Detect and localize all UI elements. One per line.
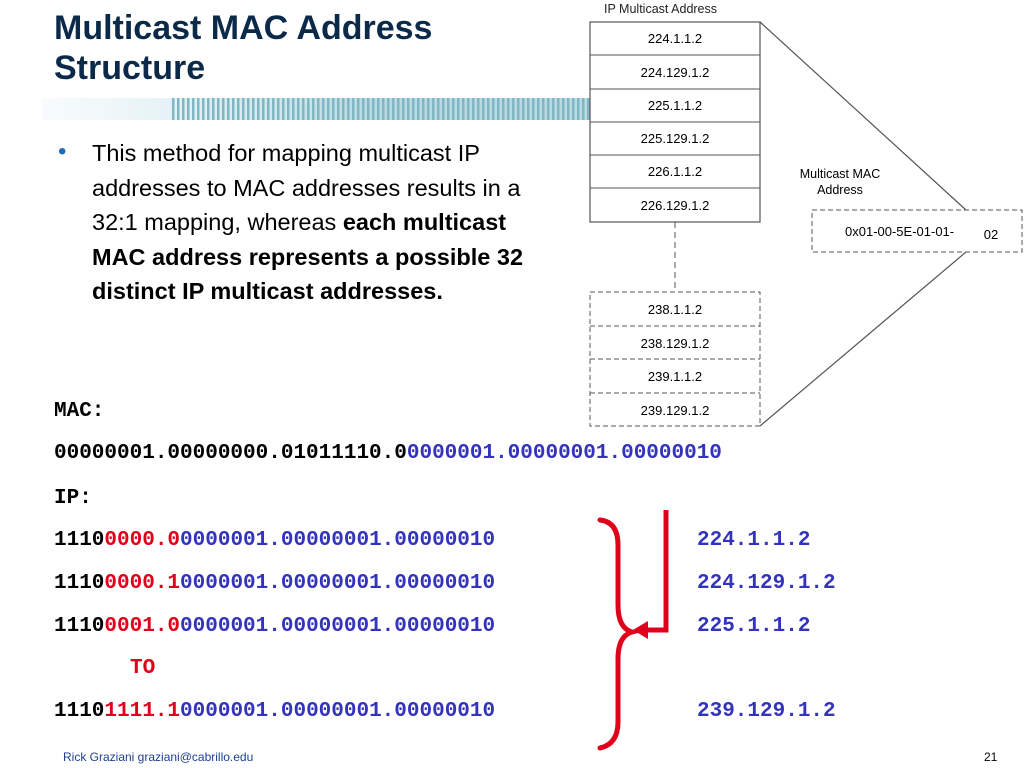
mac-label-line-1: Multicast MAC <box>800 167 881 181</box>
ip-binary-row: 11101111.10000001.00000001.00000010 <box>54 700 495 724</box>
ip-prefix: 1110 <box>54 572 105 595</box>
mac-label: MAC: <box>54 400 105 423</box>
top-address: 224.1.1.2 <box>648 31 702 46</box>
bottom-address: 239.1.1.2 <box>648 369 702 384</box>
top-address: 224.129.1.2 <box>641 65 710 80</box>
title-line-2: Structure <box>54 49 206 87</box>
top-address: 225.129.1.2 <box>641 131 710 146</box>
ip-binary-row: 11100000.00000001.00000001.00000010 <box>54 529 495 553</box>
ip-binary-row: 11100000.10000001.00000001.00000010 <box>54 572 495 596</box>
ip-address: 239.129.1.2 <box>697 700 836 723</box>
footer-author: Rick Graziani graziani@cabrillo.edu <box>63 750 254 764</box>
top-address: 226.129.1.2 <box>641 198 710 213</box>
mac-suffix: 02 <box>984 227 998 242</box>
ip-prefix: 1110 <box>54 615 105 638</box>
ip-binary-row: 11100001.00000001.00000001.00000010 <box>54 615 495 639</box>
bullet-plain: This method for mapping multicast IP add… <box>92 140 521 235</box>
bullet-text: This method for mapping multicast IP add… <box>92 136 562 309</box>
bullet-bold: each multicast MAC address represents a … <box>92 209 524 304</box>
mac-binary-black: 00000001.00000000.01011110.0 <box>54 442 407 465</box>
ip-variable-bits: 0000.1 <box>104 572 181 595</box>
top-address-list: 224.1.1.2 224.129.1.2 225.1.1.2 225.129.… <box>590 31 760 213</box>
multicast-diagram: IP Multicast Address 224.1.1.2 224.129.1… <box>589 2 1023 427</box>
mac-binary-blue: 0000001.00000001.00000010 <box>406 442 722 465</box>
ip-mapped-bits: 0000001.00000001.00000010 <box>180 529 496 552</box>
slide-title: Multicast MAC Address Structure <box>54 8 432 88</box>
ip-mapped-bits: 0000001.00000001.00000010 <box>180 700 496 723</box>
ip-prefix: 1110 <box>54 700 105 723</box>
mac-binary: 00000001.00000000.01011110.00000001.0000… <box>54 442 722 466</box>
bottom-address-list: 238.1.1.2 238.129.1.2 239.1.1.2 239.129.… <box>589 291 761 427</box>
ip-address: 225.1.1.2 <box>697 615 811 638</box>
mac-prefix: 0x01-00-5E-01-01- <box>845 224 954 239</box>
ip-prefix: 1110 <box>54 529 105 552</box>
bottom-address: 239.129.1.2 <box>641 403 710 418</box>
ip-mapped-bits: 0000001.00000001.00000010 <box>180 615 496 638</box>
title-line-1: Multicast MAC Address <box>54 9 433 47</box>
top-address: 225.1.1.2 <box>648 98 702 113</box>
ip-variable-bits: 0001.0 <box>104 615 181 638</box>
ip-address: 224.1.1.2 <box>697 529 811 552</box>
bullet-marker: • <box>58 138 67 165</box>
to-label: TO <box>130 657 156 680</box>
bottom-address: 238.1.1.2 <box>648 302 702 317</box>
diagram-header: IP Multicast Address <box>604 2 717 16</box>
ip-variable-bits: 1111.1 <box>104 700 181 723</box>
bottom-address: 238.129.1.2 <box>641 336 710 351</box>
ip-address: 224.129.1.2 <box>697 572 836 595</box>
ip-mapped-bits: 0000001.00000001.00000010 <box>180 572 496 595</box>
mac-label-line-2: Address <box>817 183 863 197</box>
ip-label: IP: <box>54 487 92 510</box>
top-address: 226.1.1.2 <box>648 164 702 179</box>
ip-variable-bits: 0000.0 <box>104 529 181 552</box>
mapping-brace-arrow <box>597 510 669 751</box>
title-decoration <box>42 98 590 120</box>
page-number: 21 <box>984 750 998 764</box>
